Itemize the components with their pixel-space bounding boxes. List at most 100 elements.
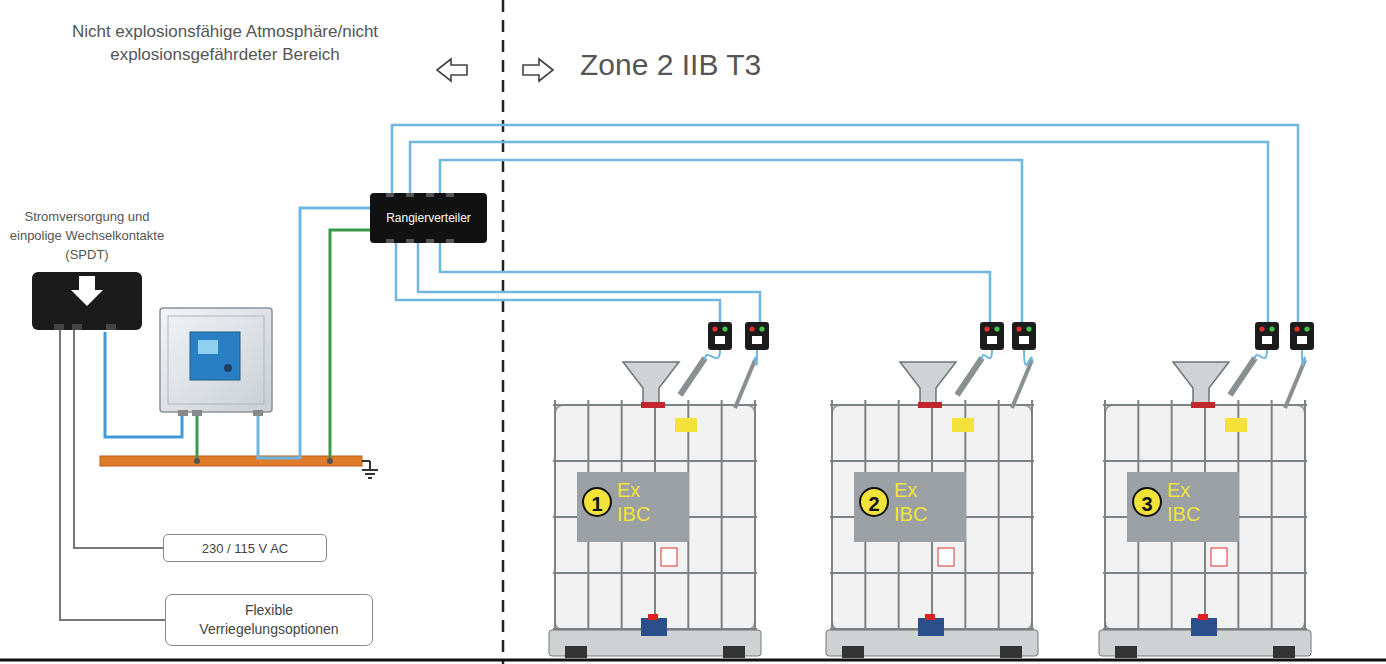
led bbox=[1304, 326, 1309, 331]
sensor-lead bbox=[982, 350, 992, 360]
cage-bar bbox=[830, 460, 1034, 462]
wires bbox=[105, 208, 370, 464]
funnel bbox=[900, 362, 956, 404]
supply-voltage-box: 230 / 115 V AC bbox=[163, 534, 327, 562]
cable-gland bbox=[54, 324, 64, 330]
sensor-box bbox=[745, 322, 769, 350]
hazard-sticker bbox=[938, 548, 954, 566]
sensor-window bbox=[715, 336, 725, 344]
callout-number: 1 bbox=[582, 487, 612, 517]
ibc-marking: Ex IBC bbox=[894, 478, 944, 526]
sensor-lead bbox=[1302, 350, 1305, 365]
junction-box: Rangierverteiler bbox=[370, 193, 487, 243]
sensor-window bbox=[1297, 336, 1307, 344]
led bbox=[749, 326, 754, 331]
zone-divider bbox=[502, 0, 505, 664]
funnel bbox=[623, 362, 679, 404]
outlet-valve bbox=[1191, 618, 1217, 636]
ibc-containers bbox=[549, 322, 1314, 658]
warning-sticker bbox=[1225, 418, 1247, 432]
lid bbox=[641, 402, 665, 408]
led bbox=[994, 326, 999, 331]
cable-gland bbox=[446, 239, 454, 243]
pallet-foot bbox=[1115, 646, 1137, 658]
cage-bar bbox=[1103, 460, 1307, 462]
sensor-window bbox=[987, 336, 997, 344]
cable-gland bbox=[406, 193, 414, 197]
cage-bar bbox=[1103, 572, 1307, 574]
cable-gland bbox=[406, 239, 414, 243]
led bbox=[759, 326, 764, 331]
ibc-label-plate bbox=[854, 472, 966, 542]
pallet-foot bbox=[565, 646, 587, 658]
node-heading: Stromversorgung und einpolige Wechselkon… bbox=[2, 207, 172, 264]
ibc-marking: Ex IBC bbox=[617, 478, 667, 526]
left-arrow bbox=[437, 59, 467, 81]
led bbox=[1259, 326, 1264, 331]
cable-gland bbox=[426, 193, 434, 197]
pallet-foot bbox=[723, 646, 745, 658]
cage-bar bbox=[553, 572, 757, 574]
lid bbox=[918, 402, 942, 408]
earth-clamp bbox=[680, 358, 705, 395]
sensor-box bbox=[1290, 322, 1314, 350]
zone-label: Zone 2 IIB T3 bbox=[580, 48, 900, 82]
ibc-label-plate bbox=[577, 472, 689, 542]
led bbox=[712, 326, 717, 331]
ground-symbol bbox=[362, 461, 378, 478]
led bbox=[1016, 326, 1021, 331]
sensor-window bbox=[752, 336, 762, 344]
cable-gland bbox=[446, 193, 454, 197]
valve-handle bbox=[925, 614, 935, 620]
level-probe bbox=[735, 360, 755, 408]
callout-number: 3 bbox=[1132, 487, 1162, 517]
valve-handle bbox=[1198, 614, 1208, 620]
warning-sticker bbox=[952, 418, 974, 432]
floor-line bbox=[0, 659, 1386, 662]
led bbox=[1294, 326, 1299, 331]
ibc-label-plate bbox=[1127, 472, 1239, 542]
level-probe bbox=[1285, 360, 1305, 408]
cable-gland bbox=[72, 324, 82, 330]
led bbox=[722, 326, 727, 331]
interlock-options-box: Flexible Verriegelungsoptionen bbox=[165, 594, 373, 646]
node-text: Rangierverteiler bbox=[386, 211, 471, 225]
cable-gland bbox=[386, 239, 394, 243]
level-probe bbox=[1012, 360, 1032, 408]
funnel bbox=[1173, 362, 1229, 404]
cable-gland bbox=[106, 324, 116, 330]
sensor-box bbox=[980, 322, 1004, 350]
cable-gland bbox=[426, 239, 434, 243]
power-supply-box: Stromversorgung und einpolige Wechselkon… bbox=[32, 272, 142, 330]
right-arrow bbox=[523, 59, 553, 81]
sensor-window bbox=[1262, 336, 1272, 344]
warning-sticker bbox=[675, 418, 697, 432]
callout-number: 2 bbox=[859, 487, 889, 517]
sensor-lead bbox=[1255, 350, 1267, 360]
sensor-box bbox=[1255, 322, 1279, 350]
ibc-marking: Ex IBC bbox=[1167, 478, 1217, 526]
earth-clamp bbox=[957, 358, 982, 395]
pallet-foot bbox=[1273, 646, 1295, 658]
sensor-lead bbox=[705, 350, 720, 360]
led bbox=[1026, 326, 1031, 331]
controller-enclosure bbox=[160, 308, 272, 416]
node-text: Flexible Verriegelungsoptionen bbox=[176, 601, 362, 639]
outlet-valve bbox=[918, 618, 944, 636]
earth-clamp bbox=[1230, 358, 1255, 395]
area-label: Nicht explosionsfähige Atmosphäre/nicht … bbox=[30, 20, 420, 66]
sensor-box bbox=[708, 322, 732, 350]
ibc bbox=[1099, 322, 1314, 658]
connector bbox=[74, 330, 163, 548]
input-arrow bbox=[71, 276, 103, 306]
earth-bar bbox=[100, 456, 362, 466]
node-text: 230 / 115 V AC bbox=[202, 541, 289, 556]
pallet-foot bbox=[842, 646, 864, 658]
hazard-sticker bbox=[661, 548, 677, 566]
led bbox=[1269, 326, 1274, 331]
led bbox=[984, 326, 989, 331]
lid bbox=[1191, 402, 1215, 408]
